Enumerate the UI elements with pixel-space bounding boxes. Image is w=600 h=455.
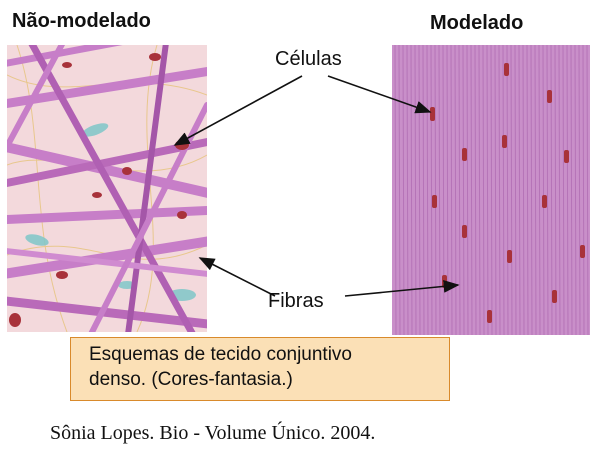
caption-box: Esquemas de tecido conjuntivo denso. (Co…: [70, 337, 450, 401]
fiber-stripe: [430, 45, 433, 335]
arrow-fibers-left: [198, 257, 276, 297]
fiber-stripe: [422, 45, 425, 335]
fiber-stripe: [582, 45, 585, 335]
fiber-stripe: [410, 45, 413, 335]
fiber-stripe: [530, 45, 533, 335]
fiber-stripe: [470, 45, 473, 335]
fiber-stripe: [394, 45, 397, 335]
fiber-stripe: [506, 45, 509, 335]
fiber-stripe: [490, 45, 493, 335]
caption-line-2: denso. (Cores-fantasia.): [89, 369, 293, 390]
non-modeled-tissue-illustration: [7, 45, 207, 332]
fiber-stripe: [398, 45, 401, 335]
fiber-stripe: [498, 45, 501, 335]
fiber-stripe: [458, 45, 461, 335]
fiber-stripe: [406, 45, 409, 335]
fiber-stripe: [502, 45, 505, 335]
fiber-stripe: [494, 45, 497, 335]
fiber-stripe: [554, 45, 557, 335]
fiber-stripe: [462, 45, 465, 335]
fiber-stripe: [414, 45, 417, 335]
fiber-stripe: [478, 45, 481, 335]
fiber-stripe: [482, 45, 485, 335]
fiber-stripe: [514, 45, 517, 335]
fiber-stripe: [522, 45, 525, 335]
fiber-stripe: [510, 45, 513, 335]
fiber-stripe: [486, 45, 489, 335]
fiber-stripe: [402, 45, 405, 335]
fiber-stripe: [418, 45, 421, 335]
fiber-stripe: [574, 45, 577, 335]
fiber-stripe: [542, 45, 545, 335]
fiber-stripe: [526, 45, 529, 335]
arrow-fibers-right: [344, 280, 460, 297]
arrow-cells-left: [173, 75, 303, 146]
fiber-stripe: [558, 45, 561, 335]
title-non-modeled: Não-modelado: [12, 10, 151, 32]
fiber-stripe: [562, 45, 565, 335]
fiber-stripe: [570, 45, 573, 335]
fiber-stripe: [518, 45, 521, 335]
title-modeled: Modelado: [430, 12, 524, 34]
fiber-stripe: [474, 45, 477, 335]
label-fibers: Fibras: [268, 290, 324, 312]
fiber-stripe: [466, 45, 469, 335]
fiber-stripe: [426, 45, 429, 335]
caption-line-1: Esquemas de tecido conjuntivo: [89, 344, 352, 365]
fiber-stripe: [534, 45, 537, 335]
fiber-stripe: [566, 45, 569, 335]
source-credit: Sônia Lopes. Bio - Volume Único. 2004.: [50, 422, 376, 444]
fiber-stripe: [578, 45, 581, 335]
fibers: [7, 45, 207, 332]
fiber-stripe: [586, 45, 589, 335]
arrow-cells-right: [327, 75, 432, 114]
label-cells: Células: [275, 48, 342, 70]
fiber-stripe: [538, 45, 541, 335]
